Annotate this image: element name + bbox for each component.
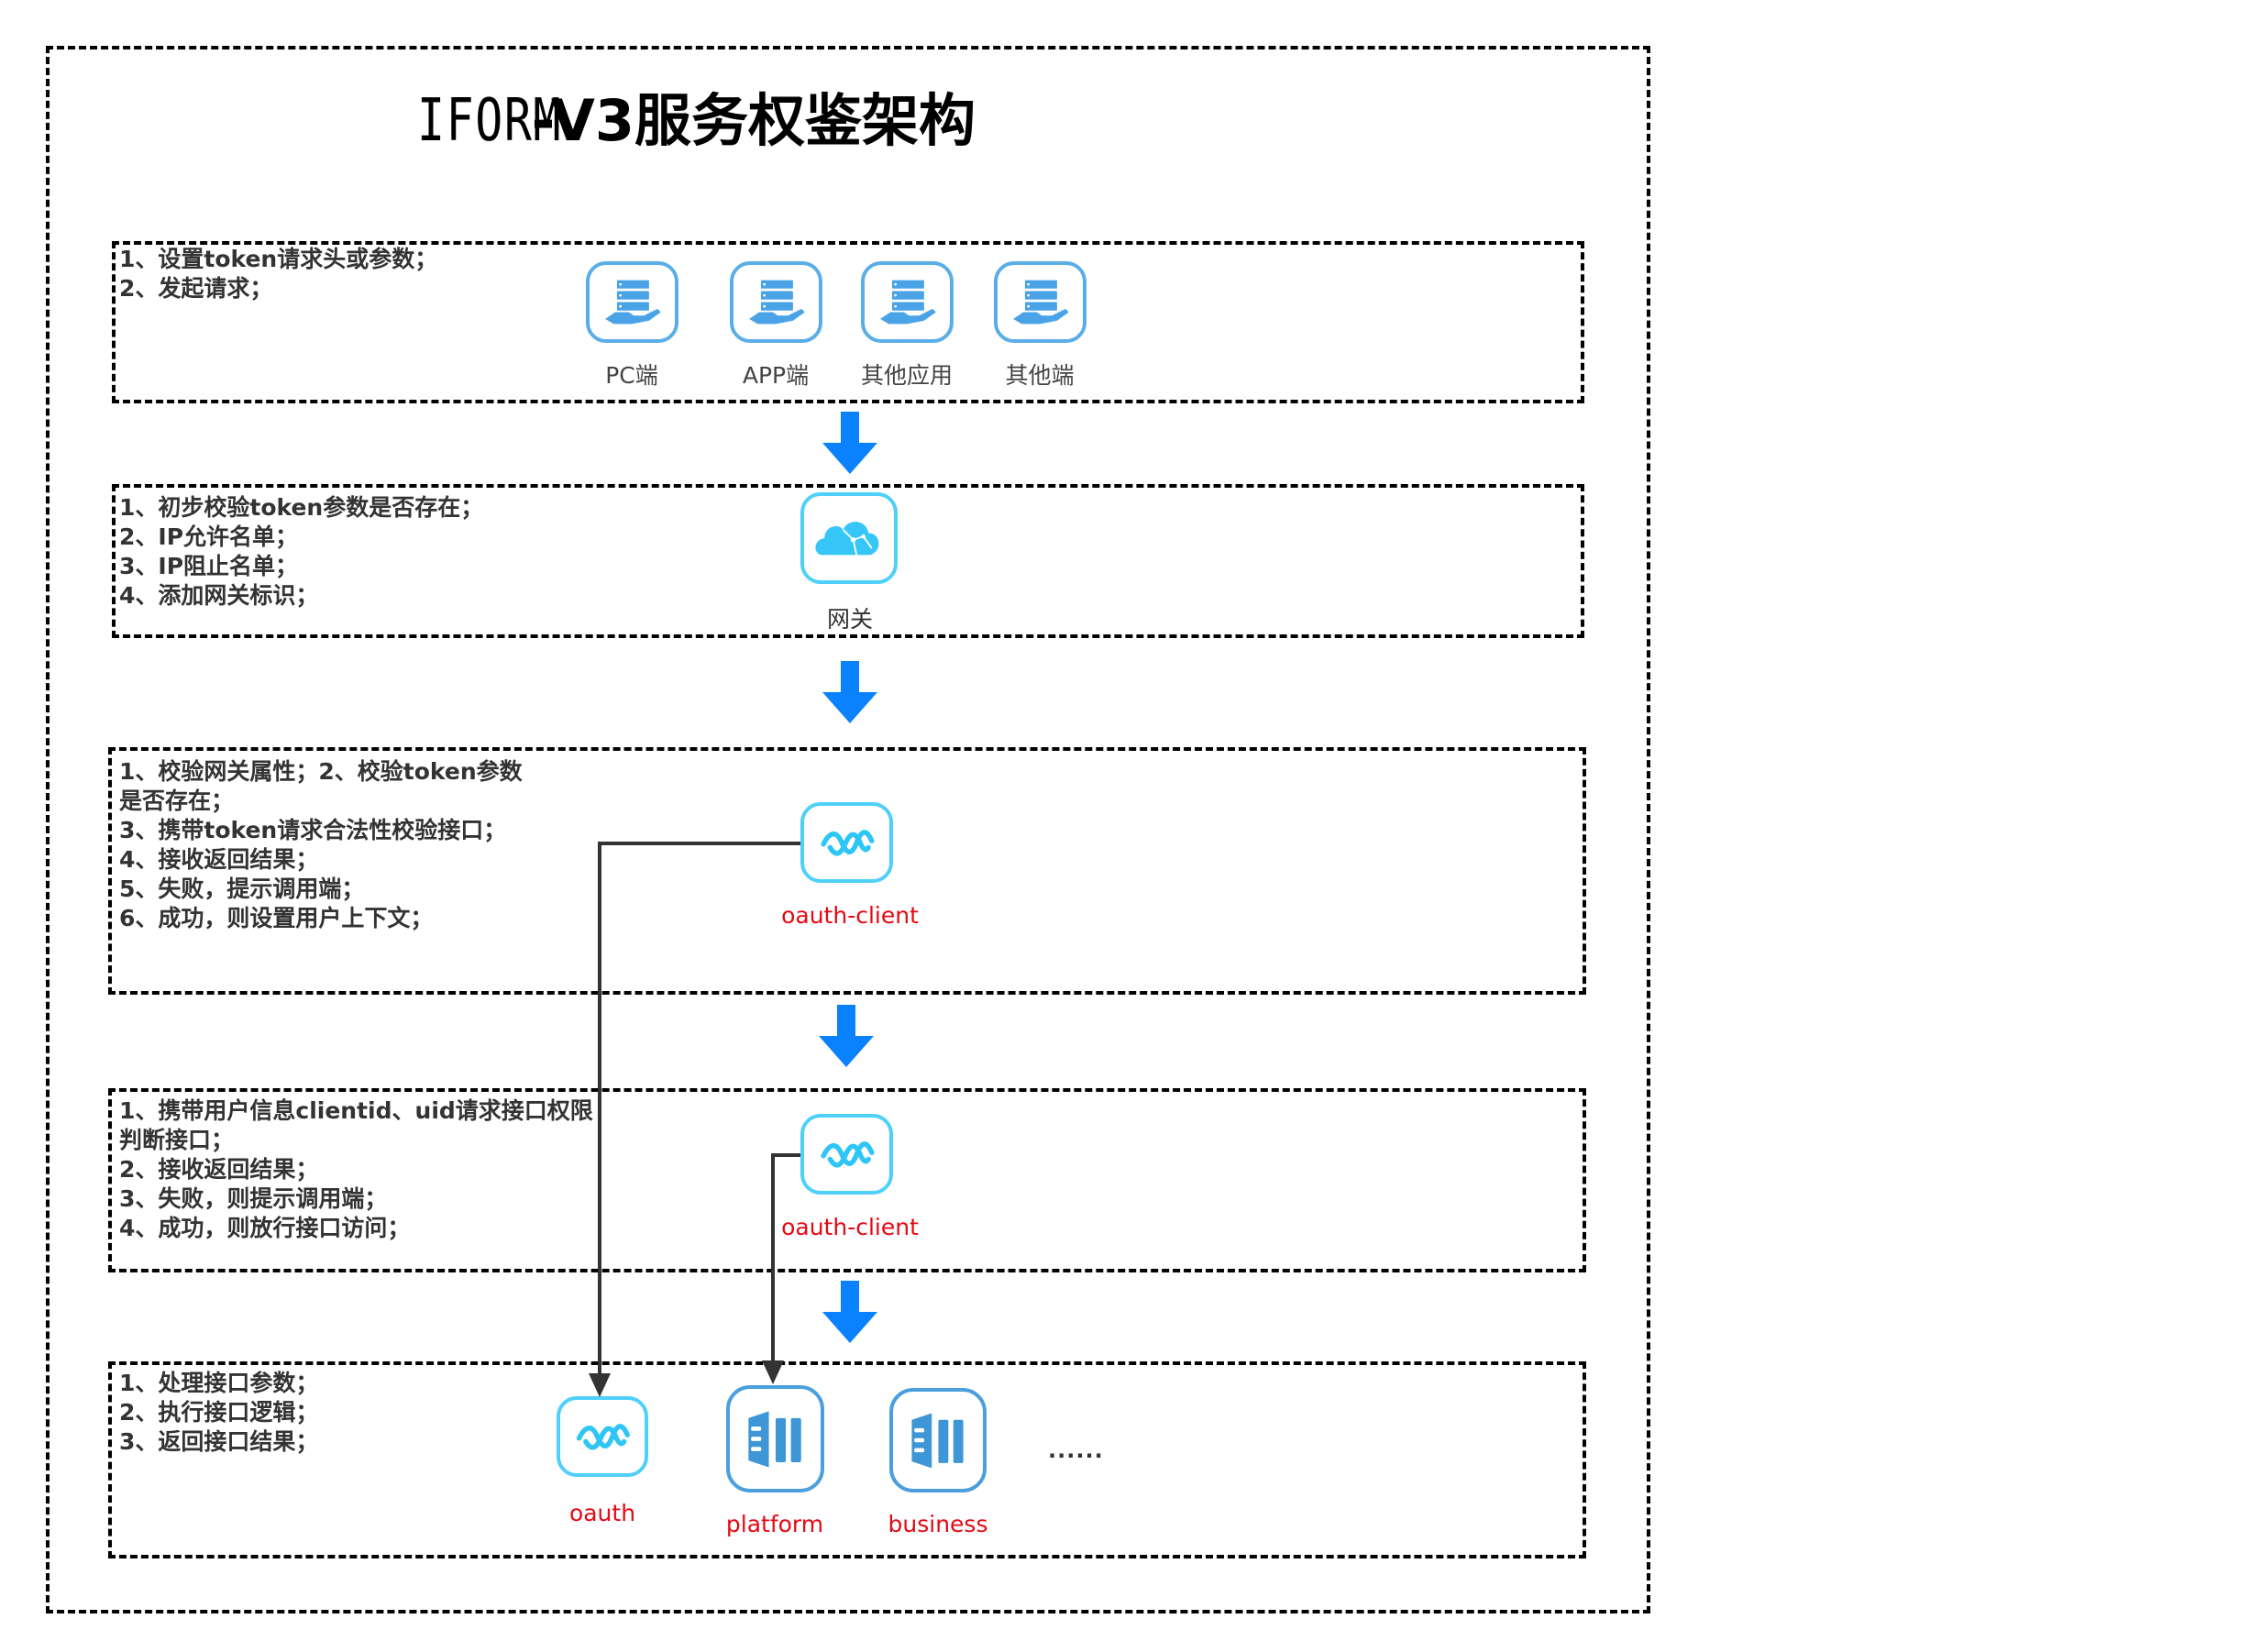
app-client-label: APP端 (742, 362, 810, 389)
step: 5、失败，提示调用端； (119, 876, 365, 902)
app-client-node[interactable] (730, 261, 822, 343)
other-app-node[interactable] (861, 261, 954, 343)
document-stack-icon (748, 1411, 801, 1468)
document-stack-icon (911, 1413, 964, 1469)
gateway-label: 网关 (826, 606, 874, 633)
server-hand-icon (605, 280, 661, 325)
connector-arrowhead-oauth (589, 1373, 611, 1397)
step: 1、初步校验token参数是否存在； (119, 494, 484, 521)
flow-arrow-down (821, 1281, 879, 1343)
step: 1、设置token请求头或参数； (119, 246, 438, 272)
business-service-label: business (888, 1511, 988, 1537)
flow-arrow-down (817, 1005, 876, 1067)
other-client-label: 其他端 (1005, 362, 1075, 389)
flow-arrow-down (821, 412, 879, 474)
more-services-ellipsis: ...... (1048, 1437, 1104, 1463)
server-hand-icon (880, 280, 936, 325)
step: 2、接收返回结果； (119, 1156, 319, 1183)
section-oauth-client-permission (108, 1088, 1586, 1272)
gateway-node[interactable] (800, 492, 898, 584)
connector-oauth-client-to-oauth-vertical (598, 842, 601, 1378)
server-hand-icon (749, 280, 805, 325)
connector-oauth-client-to-platform-horizontal (771, 1153, 800, 1157)
step: 1、校验网关属性；2、校验token参数 (119, 758, 523, 785)
step: 3、返回接口结果； (119, 1428, 319, 1455)
wave-icon (821, 830, 875, 856)
diagram-title: IFORM -V3服务权鉴架构 (417, 84, 976, 158)
step: 1、处理接口参数； (119, 1370, 319, 1396)
oauth-service-label: oauth (568, 1500, 636, 1526)
other-app-label: 其他应用 (860, 362, 954, 389)
section-oauth-client-permission-steps: 1、携带用户信息clientid、uid请求接口权限 判断接口； 2、接收返回结… (119, 1096, 593, 1243)
step: 3、携带token请求合法性校验接口； (119, 817, 507, 843)
server-hand-icon (1013, 280, 1069, 325)
pc-client-node[interactable] (586, 261, 678, 343)
title-main: -V3服务权鉴架构 (531, 87, 976, 154)
arrow-down-icon (822, 412, 877, 474)
section-services (108, 1361, 1586, 1558)
step: 2、执行接口逻辑； (119, 1399, 319, 1426)
connector-oauth-client-to-platform-vertical (771, 1153, 775, 1366)
other-client-node[interactable] (994, 261, 1086, 343)
oauth-client-permission-label: oauth-client (781, 1214, 919, 1240)
step: 判断接口； (119, 1127, 235, 1153)
outer-frame (46, 46, 1650, 1613)
step: 4、成功，则放行接口访问； (119, 1215, 411, 1241)
cloud-network-icon (815, 522, 879, 556)
oauth-client-node[interactable] (800, 802, 893, 883)
step: 是否存在； (119, 787, 235, 814)
step: 4、添加网关标识； (119, 582, 319, 609)
pc-client-label: PC端 (605, 362, 658, 389)
section-services-steps: 1、处理接口参数； 2、执行接口逻辑； 3、返回接口结果； (119, 1369, 318, 1457)
step: 3、失败，则提示调用端； (119, 1185, 388, 1212)
wave-icon (576, 1424, 630, 1450)
oauth-client-label: oauth-client (781, 902, 919, 929)
wave-icon (821, 1141, 875, 1168)
step: 4、接收返回结果； (119, 846, 319, 873)
section-oauth-client-auth (108, 747, 1586, 995)
section-oauth-client-auth-steps: 1、校验网关属性；2、校验token参数 是否存在； 3、携带token请求合法… (119, 757, 550, 933)
step: 3、IP阻止名单； (119, 553, 299, 579)
section-clients (112, 241, 1584, 403)
step: 2、IP允许名单； (119, 523, 299, 550)
connector-arrowhead-platform (762, 1360, 784, 1384)
arrow-down-icon (822, 1281, 877, 1343)
step: 6、成功，则设置用户上下文； (119, 905, 434, 931)
connector-oauth-client-to-oauth-horizontal (598, 842, 800, 845)
platform-service-node[interactable] (726, 1385, 824, 1492)
step: 2、发起请求； (119, 275, 273, 302)
flow-arrow-down (821, 661, 879, 723)
platform-service-label: platform (725, 1511, 824, 1537)
step: 1、携带用户信息clientid、uid请求接口权限 (119, 1097, 593, 1124)
section-clients-steps: 1、设置token请求头或参数； 2、发起请求； (119, 245, 437, 303)
oauth-client-permission-node[interactable] (800, 1114, 893, 1195)
section-gateway (112, 484, 1584, 638)
title-prefix: IFORM (417, 87, 563, 155)
section-gateway-steps: 1、初步校验token参数是否存在； 2、IP允许名单； 3、IP阻止名单； 4… (119, 493, 483, 611)
business-service-node[interactable] (889, 1388, 987, 1492)
arrow-down-icon (819, 1005, 874, 1067)
oauth-service-node[interactable] (557, 1396, 648, 1477)
arrow-down-icon (822, 661, 877, 723)
